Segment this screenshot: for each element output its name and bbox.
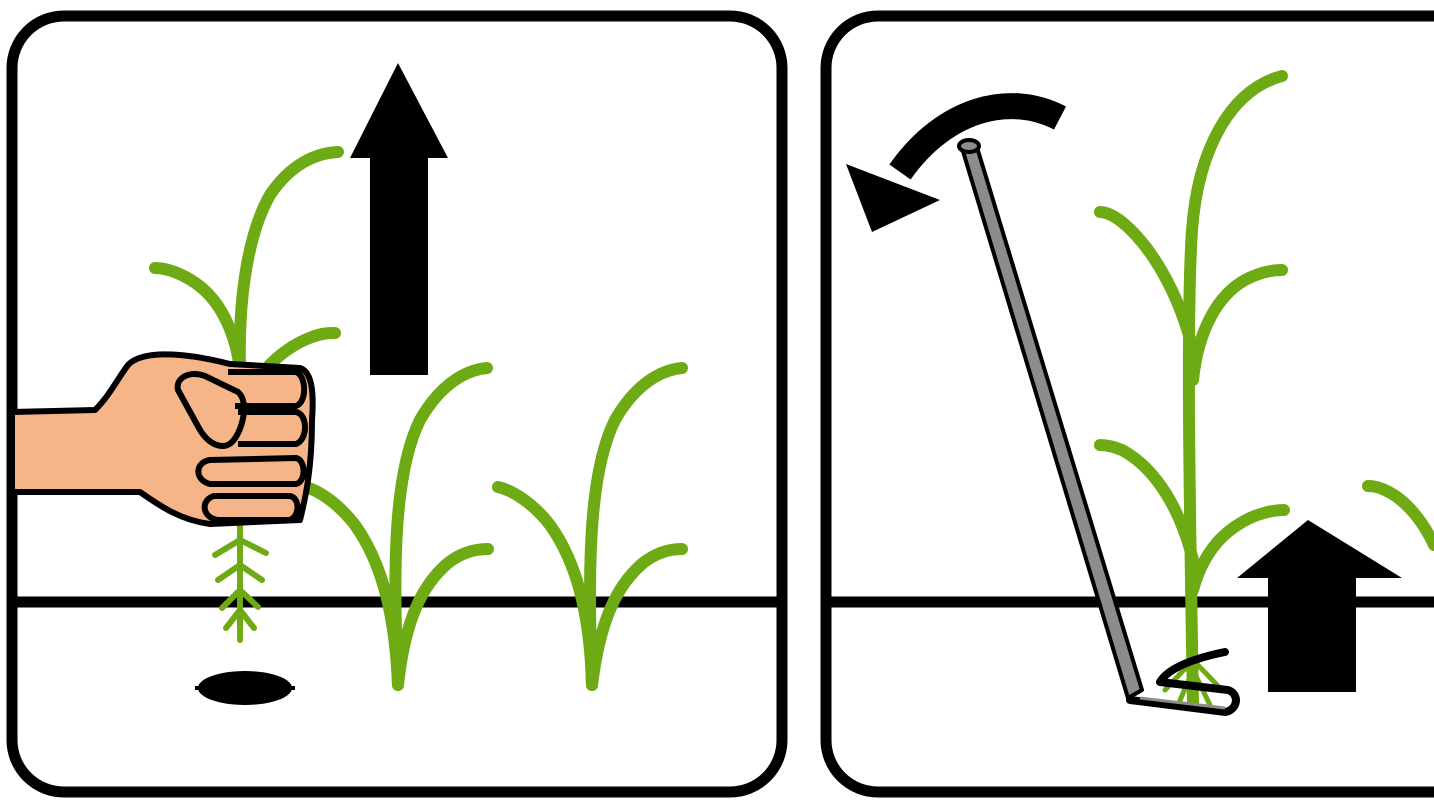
hoe-shaft-end [957,138,981,154]
hoe-blade [1126,648,1240,717]
lifted-weed [1094,70,1290,711]
finger [228,369,308,409]
lift-up-arrow-icon [1237,520,1402,692]
pull-up-arrow-icon [350,63,448,375]
hoe-blade-face [1139,696,1226,710]
panel-hoe [820,10,1434,798]
weed-roots [212,517,269,643]
finger [201,493,301,523]
finger [195,455,307,487]
crop-plant [299,362,494,691]
pulled-weed [149,146,344,376]
curved-arrow-icon [846,93,1066,232]
panel-hand-pulling [6,10,788,798]
crop-plant [1362,480,1434,551]
hoe-tool [957,138,1240,717]
finger [238,409,308,447]
crop-plant [492,362,688,691]
hand-fist [9,351,316,527]
thumb [174,370,248,449]
